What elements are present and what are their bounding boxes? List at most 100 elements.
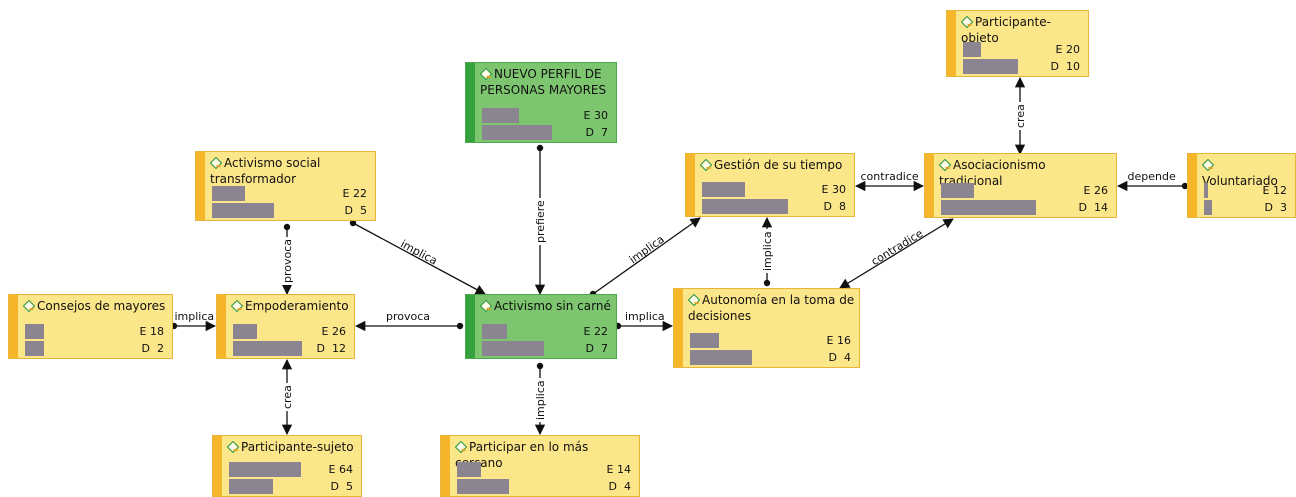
edge-asociacionismo-autonomia[interactable] <box>839 218 954 289</box>
node-nuevo-perfil[interactable]: NUEVO PERFIL DE PERSONAS MAYORES E 30 D 7 <box>465 62 617 143</box>
node-e-count: E 30 <box>583 109 608 122</box>
node-e-bar <box>212 186 245 201</box>
node-title: Participante-objeto <box>961 14 1084 46</box>
node-e-count: E 26 <box>1083 184 1108 197</box>
edge-label: implica <box>760 228 774 273</box>
edge-activismo_social-activismo_sin_carne[interactable] <box>352 222 486 295</box>
code-diamond-icon <box>961 16 973 28</box>
edge-origin-dot <box>536 144 544 152</box>
node-consejos[interactable]: Consejos de mayores E 18 D 2 <box>8 294 173 359</box>
code-diamond-icon <box>1202 159 1214 171</box>
edge-label: provoca <box>280 236 294 285</box>
node-stripe <box>217 295 226 358</box>
node-e-count: E 16 <box>826 334 851 347</box>
node-e-bar <box>233 324 257 339</box>
node-stripe <box>441 436 450 496</box>
node-title: Consejos de mayores <box>23 298 168 314</box>
node-e-bar <box>229 462 301 477</box>
node-d-bar <box>482 341 544 356</box>
node-stripe <box>686 154 695 216</box>
edge-label: prefiere <box>533 197 547 245</box>
node-title: Activismo sin carné <box>480 298 612 314</box>
node-stripe <box>674 289 683 367</box>
node-title: NUEVO PERFIL DE PERSONAS MAYORES <box>480 66 612 98</box>
edge-label: provoca <box>386 310 431 323</box>
node-stripe <box>213 436 222 496</box>
node-e-bar <box>482 324 507 339</box>
code-diamond-icon <box>231 300 243 312</box>
node-title: Empoderamiento <box>231 298 350 314</box>
node-label: Participante-sujeto <box>241 440 354 454</box>
edge-label: contradice <box>860 170 919 183</box>
node-d-bar <box>702 199 788 214</box>
node-title: Activismo social transformador <box>210 155 371 187</box>
edge-label: depende <box>1127 170 1176 183</box>
node-e-bar <box>963 42 981 57</box>
edge-origin-dot <box>456 322 464 330</box>
node-d-count: D 2 <box>141 342 164 355</box>
code-diamond-icon <box>480 300 492 312</box>
node-d-count: D 7 <box>585 126 608 139</box>
node-d-count: D 5 <box>330 480 353 493</box>
node-d-bar <box>233 341 302 356</box>
code-diamond-icon <box>480 68 492 80</box>
edge-activismo_sin_carne-gestion_tiempo[interactable] <box>592 217 701 295</box>
code-diamond-icon <box>700 159 712 171</box>
node-d-bar <box>25 341 44 356</box>
code-diamond-icon <box>210 157 222 169</box>
code-diamond-icon <box>455 441 467 453</box>
node-label: Empoderamiento <box>245 299 349 313</box>
node-label: Activismo sin carné <box>494 299 611 313</box>
node-e-bar <box>482 108 519 123</box>
node-e-count: E 18 <box>139 325 164 338</box>
node-d-count: D 8 <box>823 200 846 213</box>
node-e-bar <box>690 333 719 348</box>
node-label: Activismo social transformador <box>210 156 321 186</box>
node-stripe <box>196 152 205 220</box>
node-e-count: E 12 <box>1262 184 1287 197</box>
node-e-bar <box>25 324 44 339</box>
node-label: Voluntariado <box>1202 174 1278 188</box>
node-stripe <box>925 154 934 217</box>
node-e-count: E 14 <box>606 463 631 476</box>
node-d-count: D 3 <box>1264 201 1287 214</box>
node-e-bar <box>702 182 745 197</box>
node-title: Participante-sujeto <box>227 439 357 455</box>
node-e-bar <box>457 462 481 477</box>
node-stripe <box>466 63 475 142</box>
node-activismo-social[interactable]: Activismo social transformador E 22 D 5 <box>195 151 376 221</box>
code-diamond-icon <box>227 441 239 453</box>
node-participar-cercano[interactable]: Participar en lo más cercanoE 14D 4 <box>440 435 640 497</box>
node-e-count: E 26 <box>321 325 346 338</box>
code-diamond-icon <box>939 159 951 171</box>
node-e-count: E 22 <box>583 325 608 338</box>
node-d-count: D 7 <box>585 342 608 355</box>
node-e-bar <box>1204 183 1208 198</box>
node-activismo-sin-carne[interactable]: Activismo sin carné E 22 D 7 <box>465 294 617 359</box>
edge-label: implica <box>625 310 665 323</box>
edge-origin-dot <box>763 279 771 287</box>
node-d-bar <box>1204 200 1212 215</box>
edge-label: implica <box>174 310 215 323</box>
node-d-count: D 4 <box>608 480 631 493</box>
node-e-count: E 22 <box>342 187 367 200</box>
node-e-count: E 30 <box>821 183 846 196</box>
node-d-count: D 5 <box>344 204 367 217</box>
node-d-count: D 4 <box>828 351 851 364</box>
code-diamond-icon <box>688 294 700 306</box>
node-e-count: E 20 <box>1055 43 1080 56</box>
node-e-bar <box>941 183 974 198</box>
node-stripe <box>466 295 475 358</box>
edge-origin-dot <box>1181 182 1189 190</box>
edge-origin-dot <box>349 219 357 227</box>
node-label: Consejos de mayores <box>37 299 166 313</box>
edge-label: implica <box>533 378 547 422</box>
